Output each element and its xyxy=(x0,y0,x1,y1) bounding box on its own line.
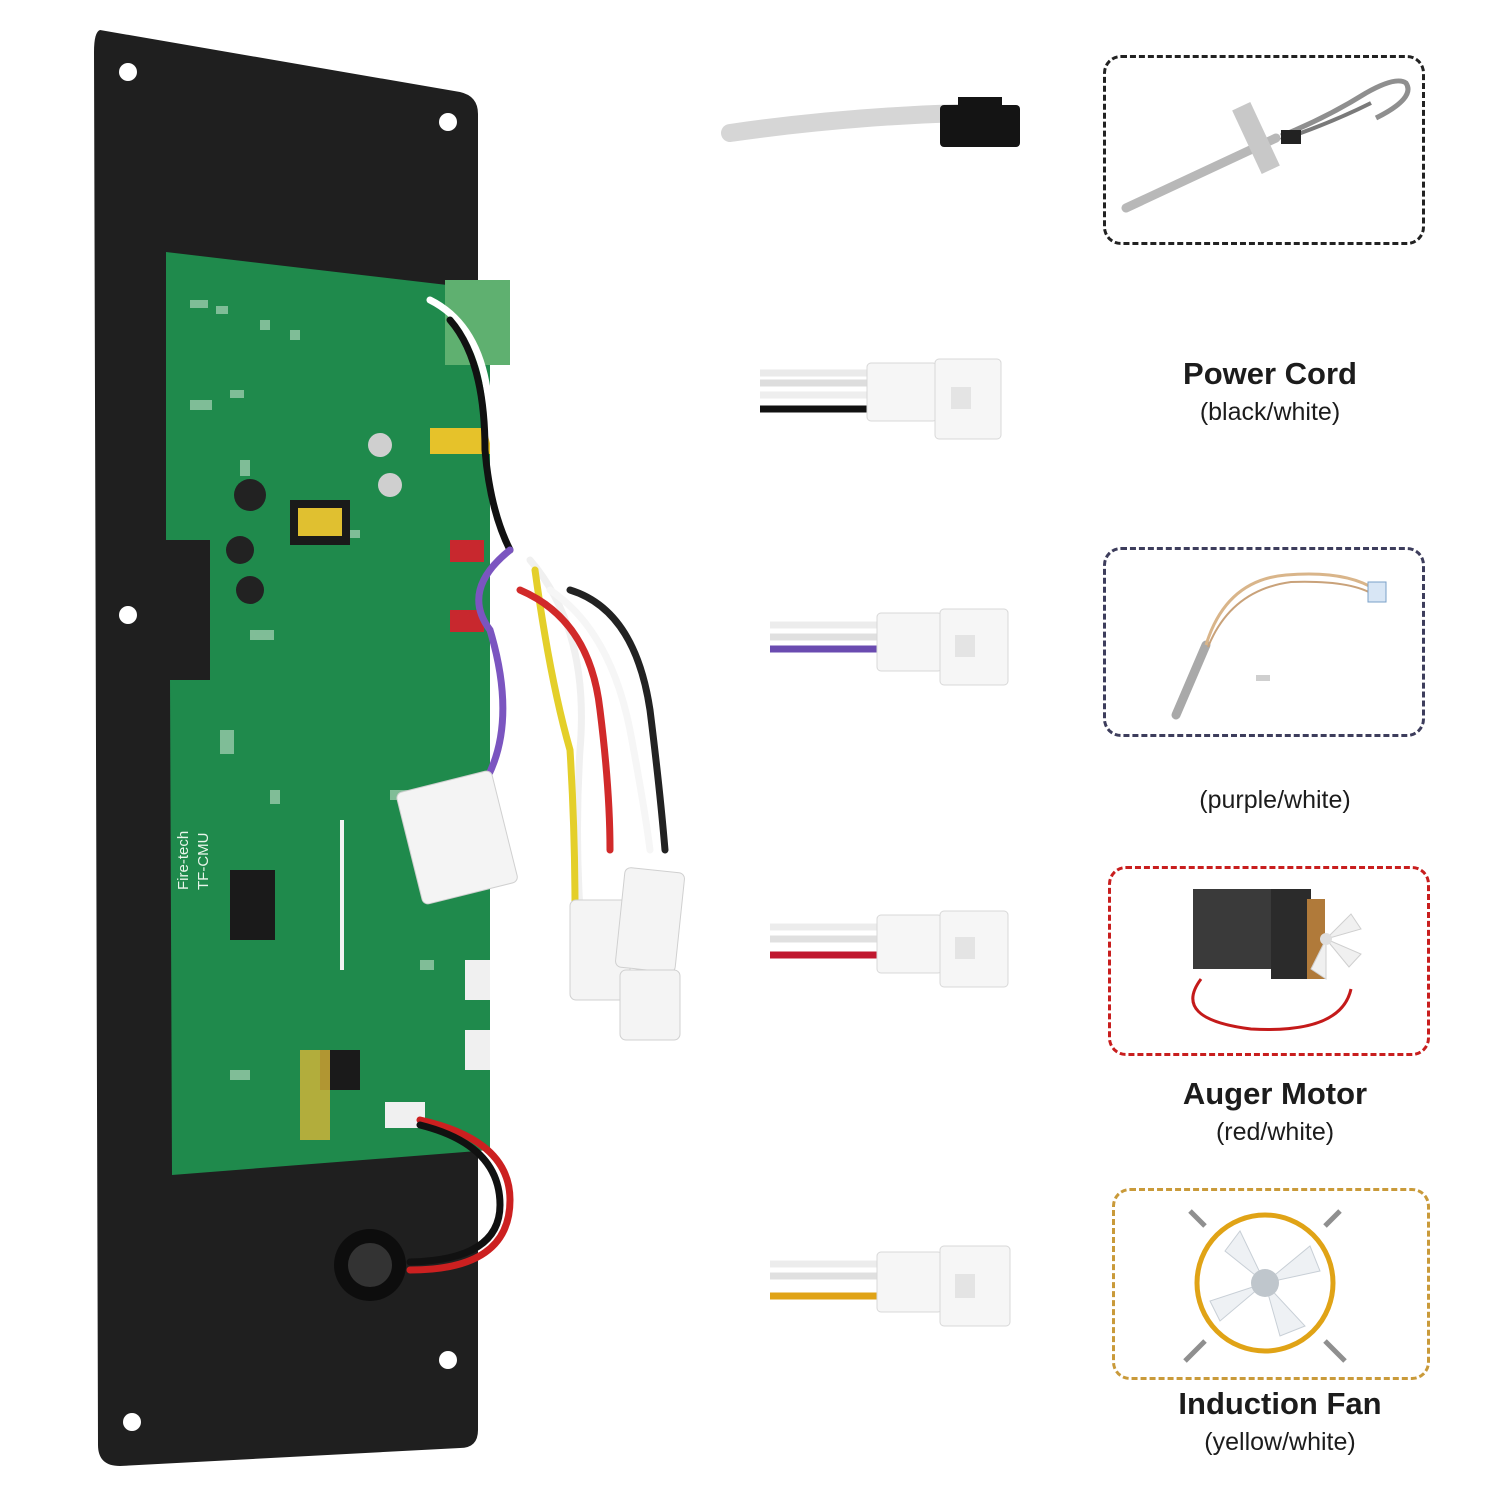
auger-motor-icon xyxy=(1191,889,1362,1031)
meat-probe-frame xyxy=(1103,547,1425,737)
temperature-probe-icon xyxy=(1121,78,1411,213)
item-title-induction-fan: Induction Fan xyxy=(1178,1386,1382,1421)
meat-probe-icon xyxy=(1171,572,1387,720)
item-subtitle-induction-fan: (yellow/white) xyxy=(1204,1428,1356,1456)
silkscreen-1: Fire-tech xyxy=(175,831,192,890)
item-subtitle-power-cord: (black/white) xyxy=(1199,398,1341,426)
temperature-probe-frame xyxy=(1103,55,1425,245)
power-cord-connector xyxy=(760,358,1002,440)
induction-fan-frame xyxy=(1112,1188,1430,1380)
induction-fan-icon xyxy=(1183,1209,1347,1363)
purple-connector xyxy=(770,608,1009,686)
item-title-power-cord: Power Cord xyxy=(1183,356,1357,391)
auger-motor-frame xyxy=(1108,866,1430,1056)
yellow-connector xyxy=(770,1245,1011,1327)
clear-tube-connector xyxy=(721,97,1020,147)
silkscreen-2: TF-CMU xyxy=(195,833,212,890)
item-subtitle-meat-probe: (purple/white) xyxy=(1199,786,1351,814)
red-connector xyxy=(770,910,1009,988)
item-title-auger-motor: Auger Motor xyxy=(1182,1076,1368,1111)
control-board-photo: Fire-tech TF-CMU xyxy=(94,30,685,1466)
item-subtitle-auger-motor: (red/white) xyxy=(1215,1118,1335,1146)
